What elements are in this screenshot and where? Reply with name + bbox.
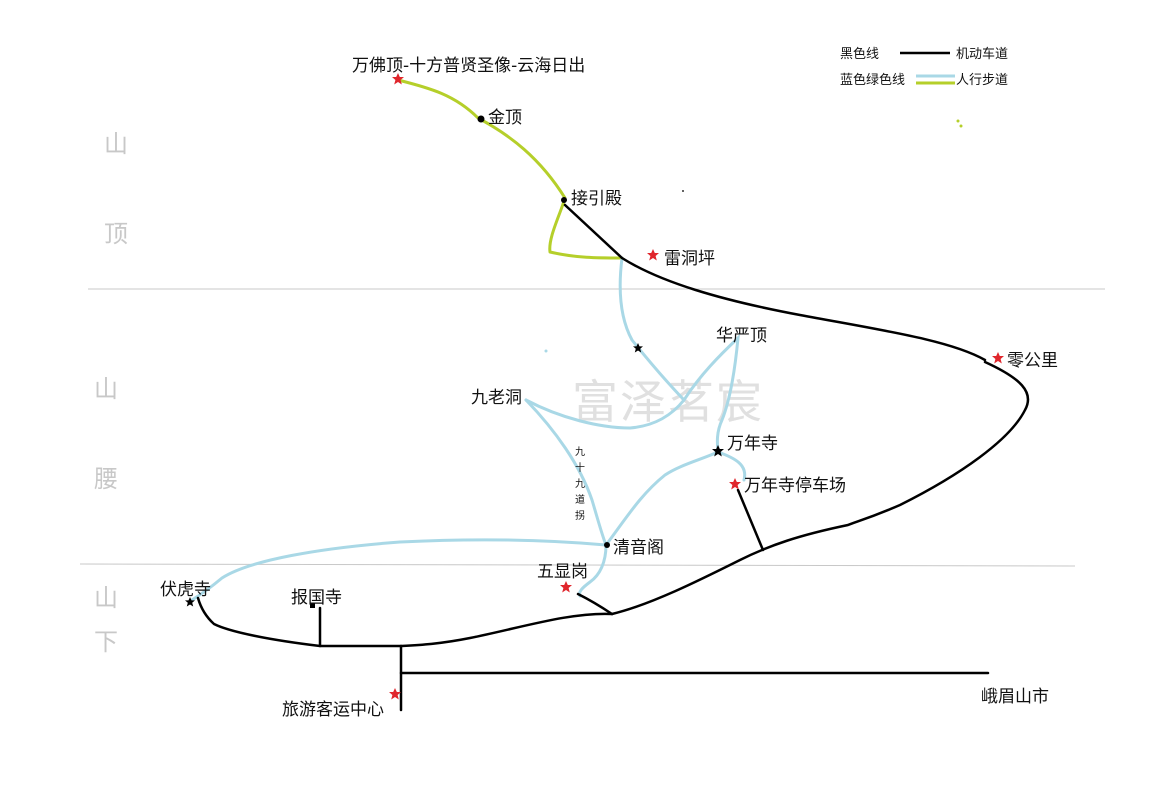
label-lingongli: 零公里 [1007, 351, 1058, 371]
star-marker-tourist-center[interactable] [389, 688, 401, 700]
legend-color-line-label: 蓝色绿色线 [840, 72, 905, 88]
star-marker-wanfoding[interactable] [392, 73, 404, 85]
map-legend: 黑色线 机动车道 蓝色绿色线 人行步道 [840, 46, 1008, 88]
zone-top-char-1: 山 [104, 130, 128, 158]
trail-blue-wanniansi-parking [716, 450, 747, 482]
label-wanfoding: 万佛顶-十方普贤圣像-云海日出 [352, 56, 585, 76]
star-marker-wanniansi-parking[interactable] [729, 478, 741, 490]
label-jiulaodong: 九老洞 [471, 388, 522, 408]
point-marker-huayanding-trail[interactable] [633, 343, 643, 353]
stray-dot-4 [682, 190, 684, 192]
road-parking-spur [736, 488, 765, 552]
road-jieyindian-leidongping [563, 203, 624, 260]
legend-color-line-meaning: 人行步道 [956, 73, 1008, 88]
trail-blue-jiulaodong-huayanding [524, 398, 686, 430]
zone-bottom-char-2: 下 [94, 628, 118, 656]
label-jiushijiu-char-2: 十 [575, 461, 585, 474]
stray-dot-3 [544, 349, 548, 353]
label-wuxiangang: 五显岗 [537, 562, 588, 582]
label-jieyindian: 接引殿 [571, 189, 622, 209]
label-baoguosi: 报国寺 [291, 588, 342, 608]
road-baoguosi-fuhusi [196, 596, 403, 648]
label-jiushijiu-char-1: 九 [575, 446, 585, 458]
label-jinding: 金顶 [488, 108, 522, 128]
zone-top-char-2: 顶 [104, 220, 128, 248]
star-marker-wuxiangang[interactable] [560, 581, 572, 593]
point-marker-baoguosi[interactable] [310, 603, 315, 608]
stray-dot-1 [956, 119, 960, 123]
trail-blue-huayanding-loop [682, 334, 740, 454]
label-jiushijiu-char-5: 拐 [575, 509, 585, 522]
point-marker-fuhusi[interactable] [185, 597, 195, 607]
trail-blue-qingyinge-fuhusi [190, 538, 608, 602]
legend-black-line-meaning: 机动车道 [956, 46, 1008, 62]
label-emeishan-city: 峨眉山市 [981, 687, 1049, 707]
trail-blue-jiushijiu-daoguai [524, 398, 608, 547]
label-huayanding: 华严顶 [716, 326, 767, 346]
road-leidongping-lingongli [620, 256, 987, 362]
label-wanniansi: 万年寺 [727, 434, 778, 454]
point-marker-qingyinge[interactable] [604, 542, 610, 548]
point-marker-wanniansi[interactable] [712, 445, 724, 457]
point-marker-jinding[interactable] [477, 115, 485, 123]
zone-middle-char-2: 腰 [94, 465, 118, 493]
label-tourist-center: 旅游客运中心 [282, 700, 384, 720]
star-marker-leidongping[interactable] [647, 249, 659, 261]
label-jiushijiu-char-4: 道 [575, 493, 585, 506]
label-jiushijiu-char-3: 九 [575, 478, 585, 490]
trail-green-summit [396, 78, 624, 260]
trail-blue-qingyinge-wanniansi [604, 450, 720, 547]
trail-blue-leidongping-huayanding [618, 256, 686, 402]
legend-black-line-label: 黑色线 [840, 46, 879, 62]
point-marker-jieyindian[interactable] [561, 197, 567, 203]
divider-middle-bottom [79, 563, 1076, 567]
label-qingyinge: 清音阁 [613, 538, 664, 558]
road-wuxiangang-spur [576, 592, 614, 616]
star-marker-lingongli[interactable] [992, 352, 1004, 364]
label-fuhusi: 伏虎寺 [160, 580, 211, 600]
label-leidongping: 雷洞坪 [664, 249, 715, 269]
road-lingongli-down [610, 360, 1030, 616]
stray-dot-2 [959, 124, 963, 128]
zone-bottom-char-1: 山 [94, 584, 118, 612]
zone-middle-char-1: 山 [94, 375, 118, 403]
trail-blue-qingyinge-wuxiangang [578, 543, 608, 598]
road-main-west [399, 612, 614, 648]
label-wanniansi-parking: 万年寺停车场 [744, 476, 846, 496]
